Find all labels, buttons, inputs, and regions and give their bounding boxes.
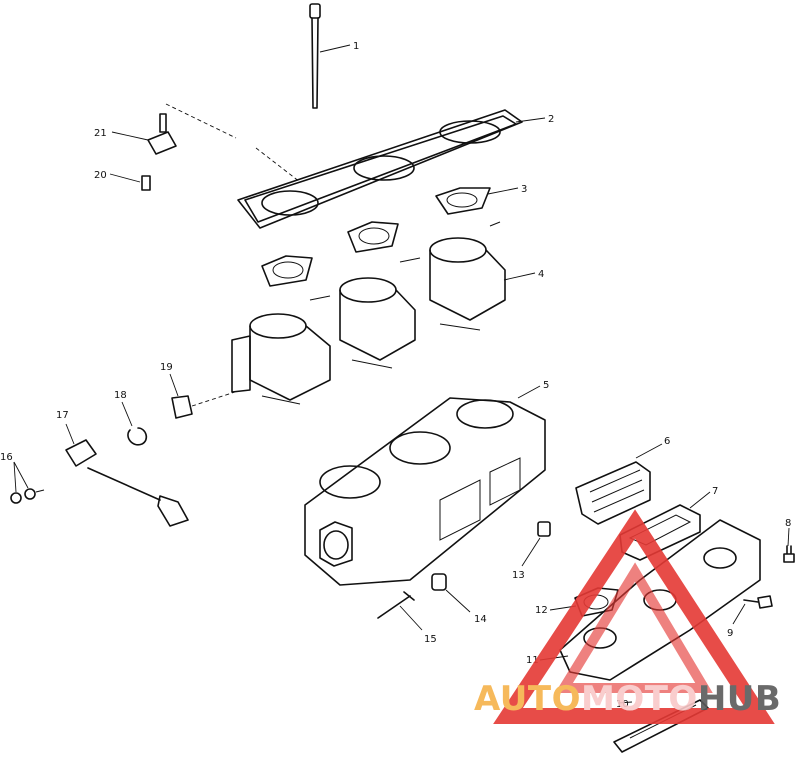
callout-10: 10 <box>616 699 629 710</box>
callout-19: 19 <box>160 362 173 373</box>
callout-13: 13 <box>512 570 525 581</box>
callout-21: 21 <box>94 128 107 139</box>
callout-2: 2 <box>548 114 554 125</box>
callout-16: 16 <box>0 452 13 463</box>
callout-12: 12 <box>535 605 548 616</box>
part-14-bushing <box>431 573 447 591</box>
watermark: AUTOMOTOHUB <box>474 509 781 724</box>
callout-6: 6 <box>664 436 670 447</box>
callout-5: 5 <box>543 380 549 391</box>
watermark-triangle-inner <box>555 562 713 693</box>
part-19-fitting <box>171 391 236 419</box>
part-13-plug <box>537 521 551 537</box>
watermark-text: AUTOMOTOHUB <box>474 679 781 719</box>
callout-3: 3 <box>521 184 527 195</box>
callout-18: 18 <box>114 390 127 401</box>
part-16-fasteners <box>10 488 45 504</box>
callout-9: 9 <box>727 628 733 639</box>
watermark-moto: MOTO <box>581 679 698 719</box>
part-9-bolt <box>743 595 773 609</box>
callout-11: 11 <box>526 655 539 666</box>
callout-20: 20 <box>94 170 107 181</box>
callout-17: 17 <box>56 410 69 421</box>
part-4-carburetors <box>231 221 506 405</box>
watermark-hub: HUB <box>698 679 781 719</box>
callout-8: 8 <box>785 518 791 529</box>
callout-15: 15 <box>424 634 437 645</box>
part-1-bolt <box>309 3 321 109</box>
watermark-auto: AUTO <box>474 679 581 719</box>
part-2-plenum-cover <box>237 109 523 229</box>
part-21-sensor <box>147 103 301 183</box>
part-17-sensor-harness <box>65 439 189 527</box>
part-15-stud <box>377 591 415 619</box>
callout-1: 1 <box>353 41 359 52</box>
part-8-bolt <box>783 545 795 563</box>
watermark-triangle-outer <box>493 509 775 724</box>
part-6-reed-valve <box>575 461 651 525</box>
callout-7: 7 <box>712 486 718 497</box>
callout-4: 4 <box>538 269 544 280</box>
part-20-fitting <box>141 175 151 191</box>
part-5-cylinder-block <box>304 397 546 586</box>
part-18-clip <box>127 427 148 446</box>
callout-14: 14 <box>474 614 487 625</box>
part-3-gaskets <box>261 187 491 287</box>
